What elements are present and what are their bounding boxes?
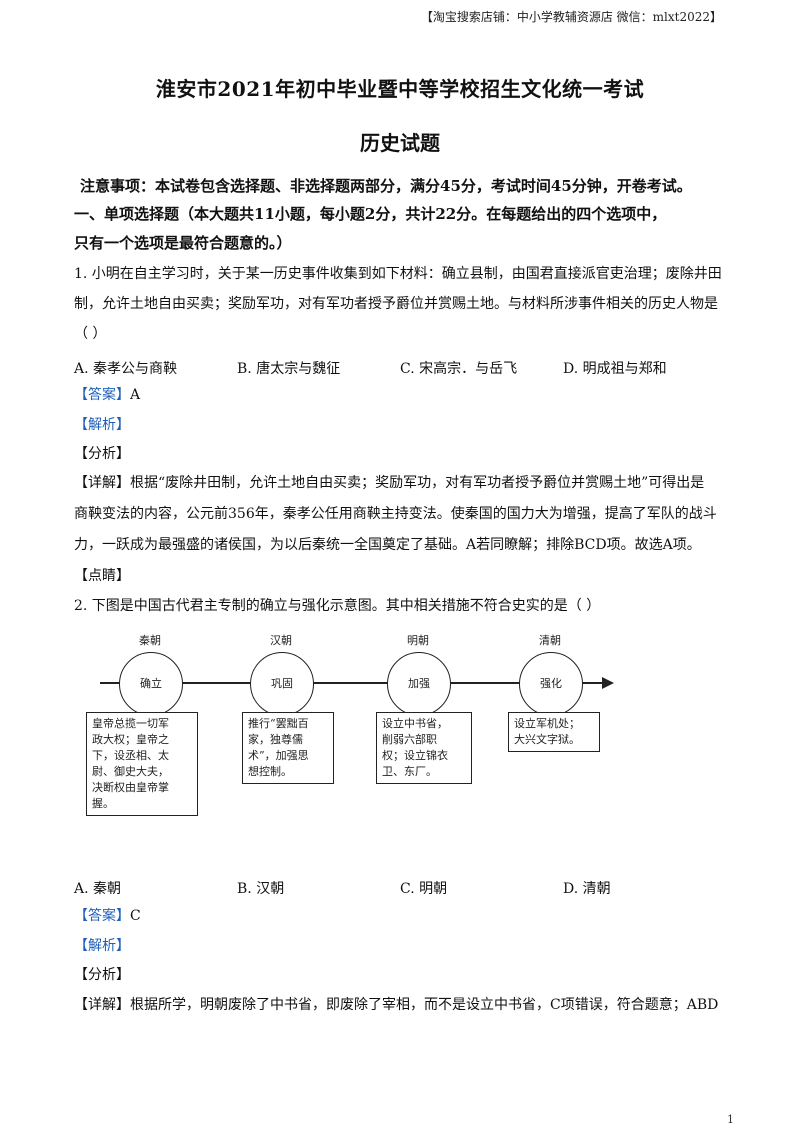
stage-circle-qin: 确立: [119, 652, 183, 716]
q2-stem: 2. 下图是中国古代君主专制的确立与强化示意图。其中相关措施不符合史实的是（ ）: [74, 598, 601, 614]
section1-line1: 一、单项选择题（本大题共11小题，每小题2分，共计22分。在每题给出的四个选项中…: [74, 205, 667, 223]
measure-box-han: 推行“罢黜百 家，独尊儒 术”，加强思 想控制。: [242, 712, 334, 784]
q2-option-a: A. 秦朝: [74, 881, 122, 897]
autocracy-timeline-diagram: 秦朝 汉朝 明朝 清朝 确立 巩固 加强 强化 皇帝总揽一切军 政大权；皇帝之 …: [74, 628, 634, 818]
q1-stem-line1: 1. 小明在自主学习时，关于某一历史事件收集到如下材料：确立县制，由国君直接派官…: [74, 266, 722, 282]
exam-subtitle: 历史试题: [360, 131, 440, 155]
q1-answer-tag: 【答案】: [74, 387, 130, 403]
measure-box-qin: 皇帝总揽一切军 政大权；皇帝之 下，设丞相、太 尉、御史大夫， 决断权由皇帝掌 …: [86, 712, 198, 816]
q2-answer-line: 【答案】C: [74, 902, 734, 932]
timeline-arrow-icon: [602, 677, 614, 689]
header-note: 【淘宝搜索店铺：中小学教辅资源店 微信：mlxt2022】: [420, 10, 722, 24]
q1-stem-line3: （ ）: [74, 326, 107, 342]
q1-option-a: A. 秦孝公与商鞅: [74, 361, 178, 377]
era-label-qin: 秦朝: [139, 634, 161, 647]
q2-fenxi: 【分析】: [74, 967, 130, 983]
q2-analysis-tag: 【解析】: [74, 938, 130, 954]
q1-stem-line2: 制，允许土地自由买卖；奖励军功，对有军功者授予爵位并赏赐土地。与材料所涉事件相关…: [74, 296, 718, 312]
q1-detail-line1: 【详解】根据“废除井田制，允许土地自由买卖；奖励军功，对有军功者授予爵位并赏赐土…: [74, 475, 705, 491]
q1-answer-line: 【答案】A: [74, 381, 734, 411]
q1-fenxi: 【分析】: [74, 446, 130, 462]
era-label-ming: 明朝: [407, 634, 429, 647]
q1-detail-line2: 商鞅变法的内容，公元前356年，秦孝公任用商鞅主持变法。使秦国的国力大为增强，提…: [74, 506, 717, 522]
q1-analysis-tag: 【解析】: [74, 417, 130, 433]
q1-option-c: C. 宋高宗．与岳飞: [400, 361, 518, 377]
q2-detail-line1: 【详解】根据所学，明朝废除了中书省，即废除了宰相，而不是设立中书省，C项错误，符…: [74, 997, 719, 1013]
page-number: 1: [727, 1113, 734, 1126]
stage-circle-ming: 加强: [387, 652, 451, 716]
exam-title: 淮安市2021年初中毕业暨中等学校招生文化统一考试: [155, 77, 645, 101]
timeline-axis: [100, 682, 610, 684]
measure-box-ming: 设立中书省， 削弱六部职 权；设立锦衣 卫、东厂。: [376, 712, 472, 784]
q1-dianjing: 【点睛】: [74, 568, 130, 584]
q2-option-d: D. 清朝: [563, 881, 611, 897]
era-label-han: 汉朝: [270, 634, 292, 647]
q2-answer: C: [130, 908, 141, 924]
q2-options: A. 秦朝 B. 汉朝 C. 明朝 D. 清朝: [74, 878, 734, 898]
q1-options: A. 秦孝公与商鞅 B. 唐太宗与魏征 C. 宋高宗．与岳飞 D. 明成祖与郑和: [74, 358, 734, 378]
measure-box-qing: 设立军机处； 大兴文字狱。: [508, 712, 600, 752]
q2-option-b: B. 汉朝: [237, 881, 285, 897]
q1-option-b: B. 唐太宗与魏征: [237, 361, 341, 377]
q1-option-d: D. 明成祖与郑和: [563, 361, 667, 377]
q2-answer-tag: 【答案】: [74, 908, 130, 924]
notice: 注意事项：本试卷包含选择题、非选择题两部分，满分45分，考试时间45分钟，开卷考…: [80, 177, 692, 195]
stage-circle-han: 巩固: [250, 652, 314, 716]
q1-answer: A: [130, 387, 141, 403]
q2-option-c: C. 明朝: [400, 881, 448, 897]
q1-detail-line3: 力，一跃成为最强盛的诸侯国，为以后秦统一全国奠定了基础。A若同瞭解；排除BCD项…: [74, 537, 701, 553]
section1-line2: 只有一个选项是最符合题意的。）: [74, 234, 292, 252]
era-label-qing: 清朝: [539, 634, 561, 647]
stage-circle-qing: 强化: [519, 652, 583, 716]
